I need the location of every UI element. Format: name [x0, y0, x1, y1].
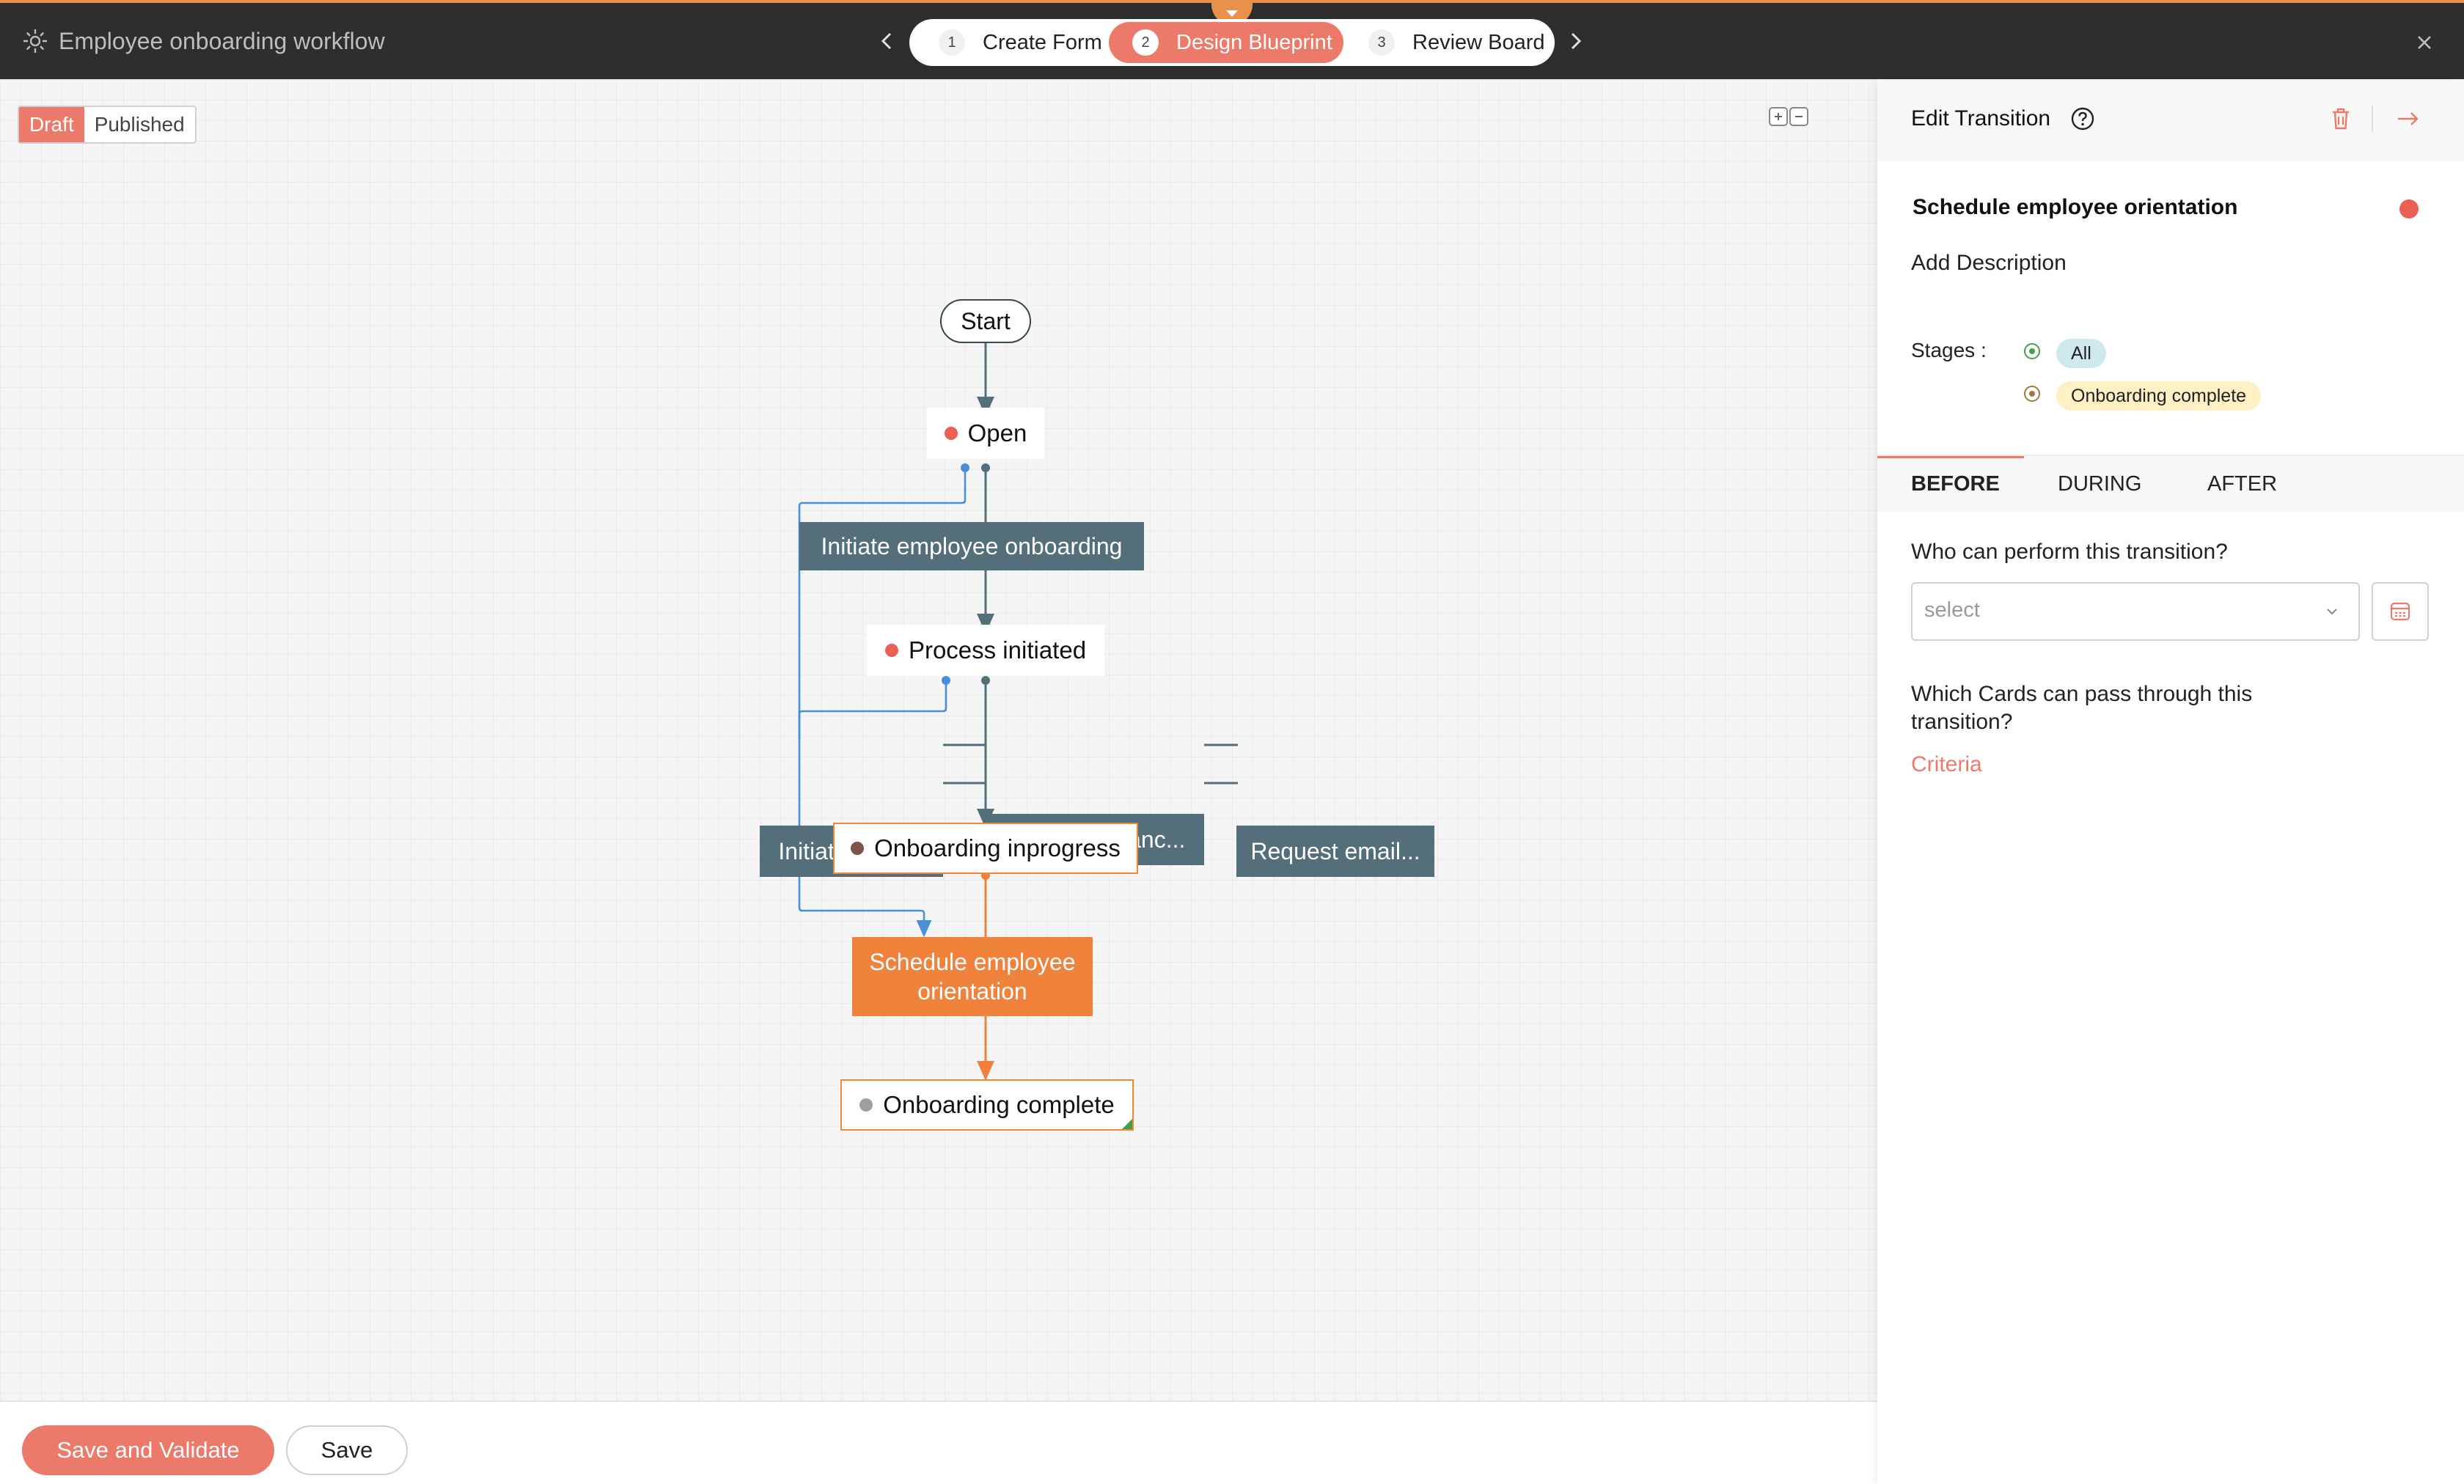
step-number: 1: [939, 29, 965, 56]
step-label: Review Board: [1412, 30, 1545, 54]
zoom-out-icon[interactable]: [1789, 107, 1808, 126]
help-icon[interactable]: [2069, 106, 2096, 132]
state-process-initiated[interactable]: Process initiated: [867, 625, 1104, 676]
end-state-marker: [1122, 1119, 1132, 1129]
previous-step-chevron-icon[interactable]: [873, 26, 902, 56]
edit-transition-panel: Edit Transition Schedule employee orient…: [1877, 79, 2464, 1484]
add-description-link[interactable]: Add Description: [1911, 251, 2067, 275]
stages-label: Stages :: [1911, 339, 1987, 361]
bottom-action-bar: Save and Validate Save: [0, 1400, 1877, 1484]
tab-before[interactable]: BEFORE: [1911, 472, 2000, 496]
stage-chip-all[interactable]: All: [2056, 339, 2106, 368]
save-button[interactable]: Save: [286, 1425, 408, 1475]
state-color-dot: [884, 644, 898, 657]
who-can-perform-label: Who can perform this transition?: [1911, 540, 2228, 564]
next-step-chevron-icon[interactable]: [1561, 26, 1590, 56]
which-cards-label: Which Cards can pass through this transi…: [1911, 682, 2253, 734]
user-picker-button[interactable]: [2372, 582, 2429, 641]
transition-request-email[interactable]: Request email...: [1236, 826, 1434, 877]
state-onboarding-complete[interactable]: Onboarding complete: [840, 1079, 1134, 1131]
draft-option[interactable]: Draft: [19, 107, 84, 142]
step-review-board[interactable]: 3 Review Board: [1345, 22, 1550, 63]
chevron-down-icon: [2323, 603, 2341, 620]
top-bar: Employee onboarding workflow 1 Create Fo…: [0, 0, 2464, 79]
criteria-link[interactable]: Criteria: [1911, 752, 1982, 776]
zoom-in-icon[interactable]: [1769, 107, 1788, 126]
state-color-dot: [851, 842, 865, 855]
state-label: Onboarding inprogress: [874, 834, 1121, 862]
transition-phase-tabs: BEFORE DURING AFTER: [1877, 455, 2464, 512]
transition-name[interactable]: Schedule employee orientation: [1913, 195, 2238, 219]
step-number: 2: [1132, 29, 1159, 56]
panel-header: Edit Transition: [1877, 79, 2464, 161]
tab-during[interactable]: DURING: [2058, 472, 2142, 496]
step-number: 3: [1368, 29, 1395, 56]
directory-icon: [2390, 602, 2410, 621]
close-icon[interactable]: [2411, 29, 2438, 56]
panel-title: Edit Transition: [1911, 106, 2051, 131]
header-divider: [2372, 106, 2373, 132]
state-label: Open: [967, 419, 1027, 447]
stage-all-radio[interactable]: [2024, 343, 2040, 359]
stage-chip-onboarding-complete[interactable]: Onboarding complete: [2056, 381, 2262, 411]
published-option[interactable]: Published: [94, 113, 185, 136]
state-label: Onboarding complete: [883, 1091, 1115, 1118]
flow-connectors: [798, 342, 1238, 1081]
trash-icon[interactable]: [2329, 106, 2353, 132]
step-design-blueprint[interactable]: 2 Design Blueprint: [1109, 22, 1343, 63]
save-and-validate-button[interactable]: Save and Validate: [22, 1425, 274, 1475]
performer-select[interactable]: select: [1911, 582, 2360, 641]
step-label: Create Form: [983, 30, 1102, 54]
step-create-form[interactable]: 1 Create Form: [915, 22, 1107, 63]
state-color-dot: [944, 427, 958, 440]
transition-initiate-employee-onboarding[interactable]: Initiate employee onboarding: [799, 522, 1144, 570]
stage-onboarding-complete-radio[interactable]: [2024, 386, 2040, 402]
collapse-panel-arrow-icon[interactable]: [2394, 106, 2423, 132]
state-onboarding-inprogress[interactable]: Onboarding inprogress: [833, 823, 1138, 874]
workflow-stepper: 1 Create Form 2 Design Blueprint 3 Revie…: [909, 19, 1555, 66]
active-tab-indicator: [1877, 456, 2024, 458]
select-placeholder: select: [1924, 598, 1980, 622]
tab-after[interactable]: AFTER: [2207, 472, 2278, 496]
state-color-dot: [859, 1098, 873, 1112]
transition-color-picker[interactable]: [2399, 199, 2419, 218]
state-open[interactable]: Open: [927, 408, 1044, 459]
workflow-title: Employee onboarding workflow: [59, 28, 385, 54]
zoom-controls: [1769, 107, 1808, 126]
draft-published-toggle[interactable]: Draft Published: [18, 106, 197, 144]
step-label: Design Blueprint: [1176, 30, 1332, 54]
workflow-app-icon: [21, 26, 50, 56]
start-node[interactable]: Start: [940, 299, 1031, 343]
state-label: Process initiated: [908, 636, 1087, 664]
transition-schedule-employee-orientation[interactable]: Schedule employee orientation: [852, 937, 1093, 1016]
blueprint-canvas[interactable]: Draft Published: [0, 79, 1877, 1400]
